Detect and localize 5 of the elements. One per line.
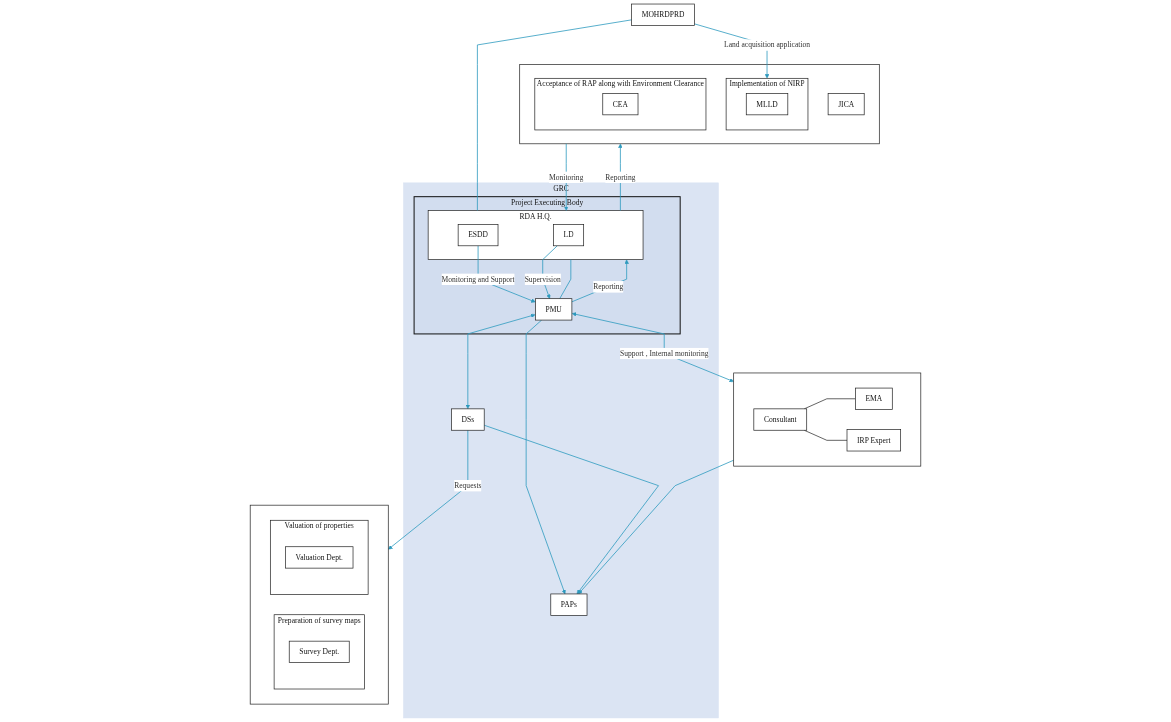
connector [559,259,572,300]
connector [803,398,856,410]
cluster [733,372,922,467]
cluster [519,64,880,145]
cluster [249,504,389,705]
